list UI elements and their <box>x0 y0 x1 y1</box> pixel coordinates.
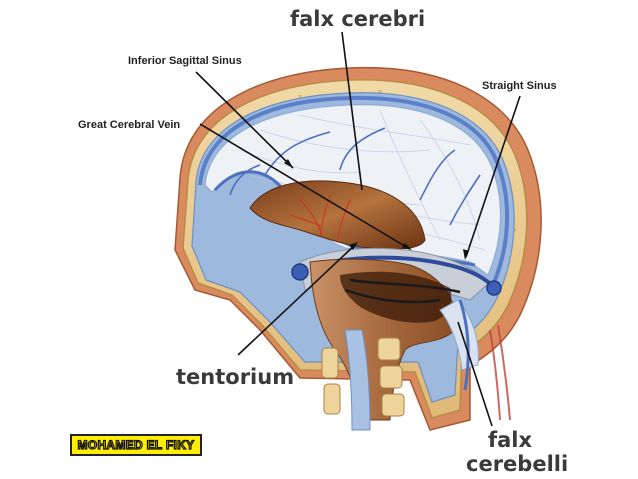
leader-great-cerebral-vein <box>199 123 409 249</box>
vertebra-2 <box>379 365 403 389</box>
vertebra-3 <box>381 393 405 417</box>
author-badge: MOHAMED EL FIKY <box>70 434 202 456</box>
label-falx-cerebelli-line2: cerebelli <box>466 452 568 476</box>
arrowhead-straight-sinus <box>463 249 469 260</box>
straight-sinus <box>329 255 498 292</box>
great-cerebral-vein-node <box>291 263 309 281</box>
spinal-dura <box>344 329 371 431</box>
arrowhead-tentorium <box>349 242 358 250</box>
label-tentorium: tentorium <box>176 365 294 389</box>
leader-falx-cerebelli <box>457 321 493 427</box>
arrowhead-inferior-sagittal-sinus <box>284 159 293 168</box>
vertebra-4 <box>321 347 339 379</box>
vertebra-5 <box>323 383 341 415</box>
label-falx-cerebelli-line1: falx <box>488 428 533 452</box>
leader-falx-cerebri <box>341 31 363 191</box>
sinus-confluence-node <box>486 280 502 296</box>
label-great-cerebral-vein: Great Cerebral Vein <box>78 119 180 131</box>
occipital-sinus <box>458 299 470 391</box>
vertebra-1 <box>377 337 401 361</box>
label-inferior-sagittal-sinus: Inferior Sagittal Sinus <box>128 55 242 67</box>
label-falx-cerebri: falx cerebri <box>290 7 425 31</box>
cerebellum-shadow <box>340 271 452 323</box>
leader-tentorium <box>237 243 357 356</box>
superior-sagittal-sinus <box>198 95 510 286</box>
leader-inferior-sagittal-sinus <box>195 71 294 169</box>
label-straight-sinus: Straight Sinus <box>482 80 557 92</box>
arrowhead-great-cerebral-vein <box>402 243 412 250</box>
leader-straight-sinus <box>465 95 521 258</box>
